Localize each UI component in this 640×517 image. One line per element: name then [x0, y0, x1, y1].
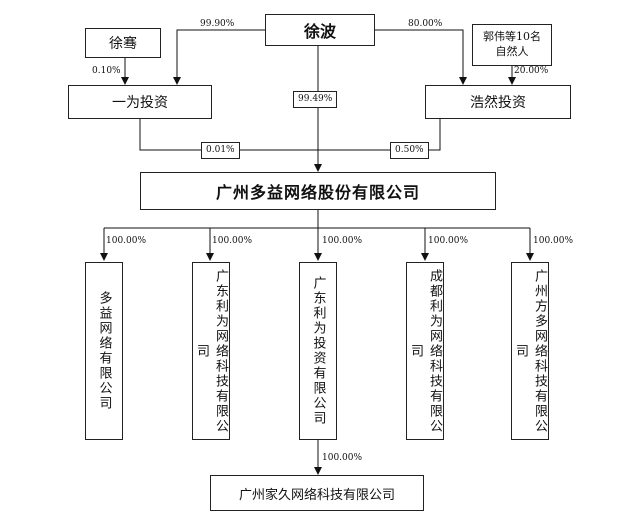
node-sub-3: 广东利为投资有限公司 — [299, 262, 337, 440]
node-sub-1: 多益网络有限公司 — [85, 262, 123, 440]
node-xu-bo: 徐波 — [265, 14, 375, 46]
node-yiwei: 一为投资 — [68, 85, 212, 119]
node-jiajiu: 广州家久网络科技有限公司 — [210, 475, 424, 511]
node-sub-5-label: 广州方多网络科技有限公司 — [513, 268, 547, 434]
node-sub-3-label: 广东利为投资有限公司 — [310, 276, 326, 426]
node-sub-4-label: 成都利为网络科技有限公司 — [408, 268, 442, 434]
node-sub-2-label: 广东利为网络科技有限公司 — [194, 268, 228, 434]
pct-xubo-duoyi: 99.49% — [293, 91, 338, 108]
node-guangzhou-duoyi: 广州多益网络股份有限公司 — [140, 172, 496, 210]
pct-sub-5: 100.00% — [533, 236, 574, 246]
node-xu-jian: 徐骞 — [85, 28, 161, 58]
pct-sub-3: 100.00% — [322, 236, 363, 246]
pct-xujian-yiwei: 0.10% — [92, 66, 121, 76]
pct-sub-1: 100.00% — [106, 236, 147, 246]
pct-jiajiu: 100.00% — [322, 453, 363, 463]
line-haoran-down — [318, 118, 441, 151]
pct-yiwei-duoyi: 0.01% — [201, 142, 240, 159]
pct-xubo-haoran: 80.00% — [408, 19, 443, 29]
arrow-xubo-yiwei — [173, 29, 265, 85]
pct-guowei-haoran: 20.00% — [514, 66, 549, 76]
line-yiwei-down — [139, 118, 318, 151]
node-guo-wei: 郭伟等10名 自然人 — [472, 24, 552, 66]
pct-xubo-yiwei: 99.90% — [200, 19, 235, 29]
node-sub-4: 成都利为网络科技有限公司 — [406, 262, 444, 440]
pct-haoran-duoyi: 0.50% — [390, 142, 429, 159]
pct-sub-2: 100.00% — [212, 236, 253, 246]
arrow-xubo-haoran — [375, 29, 467, 85]
node-sub-2: 广东利为网络科技有限公司 — [192, 262, 230, 440]
node-haoran: 浩然投资 — [425, 85, 571, 119]
node-sub-5: 广州方多网络科技有限公司 — [511, 262, 549, 440]
node-sub-1-label: 多益网络有限公司 — [96, 291, 112, 411]
pct-sub-4: 100.00% — [428, 236, 469, 246]
